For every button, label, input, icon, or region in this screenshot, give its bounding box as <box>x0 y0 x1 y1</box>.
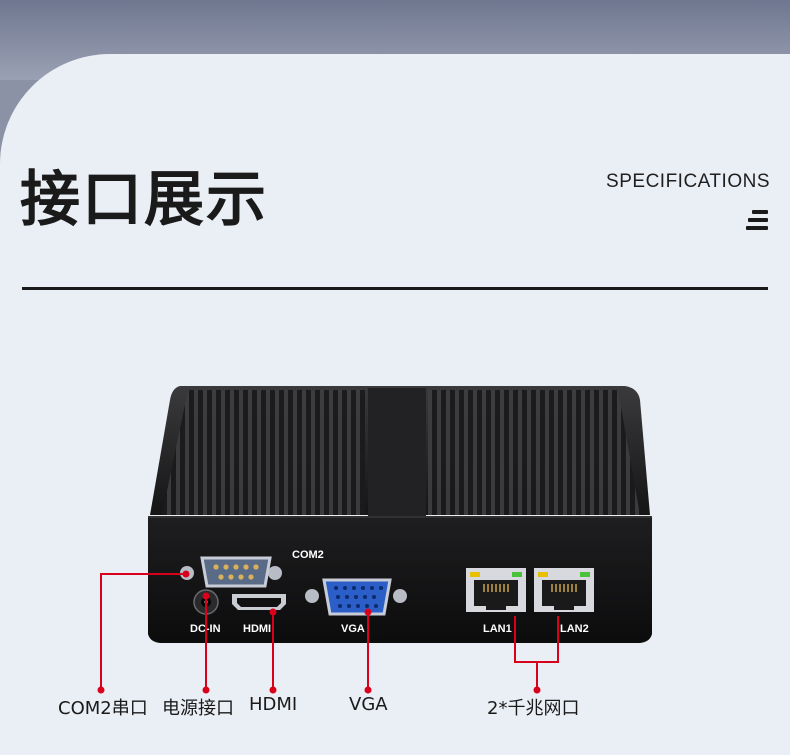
hdmi-port-label: HDMI <box>243 623 271 635</box>
callout-vga: VGA <box>349 694 388 715</box>
vga-port-label: VGA <box>341 623 365 635</box>
vga-port <box>305 578 407 616</box>
com2-port-label: COM2 <box>292 549 324 561</box>
hamburger-menu-icon[interactable] <box>746 210 768 230</box>
dc-in-port <box>193 589 219 615</box>
lan2-port-label: LAN2 <box>560 623 589 635</box>
lan1-port-label: LAN1 <box>483 623 512 635</box>
com2-port <box>180 556 282 588</box>
callout-lan: 2*千兆网口 <box>487 698 580 719</box>
section-divider <box>22 287 768 290</box>
hdmi-port <box>232 594 286 610</box>
lan2-port <box>534 568 594 612</box>
page-subtitle: SPECIFICATIONS <box>606 171 770 192</box>
lan1-port <box>466 568 526 612</box>
dc-in-port-label: DC-IN <box>190 623 221 635</box>
callout-com2: COM2串口 <box>58 698 148 719</box>
callout-hdmi: HDMI <box>249 694 298 715</box>
mini-pc-device-image: COM2 DC-IN HDMI VGA LAN1 <box>148 386 652 643</box>
callout-power: 电源接口 <box>162 698 234 719</box>
page-title: 接口展示 <box>20 165 268 235</box>
